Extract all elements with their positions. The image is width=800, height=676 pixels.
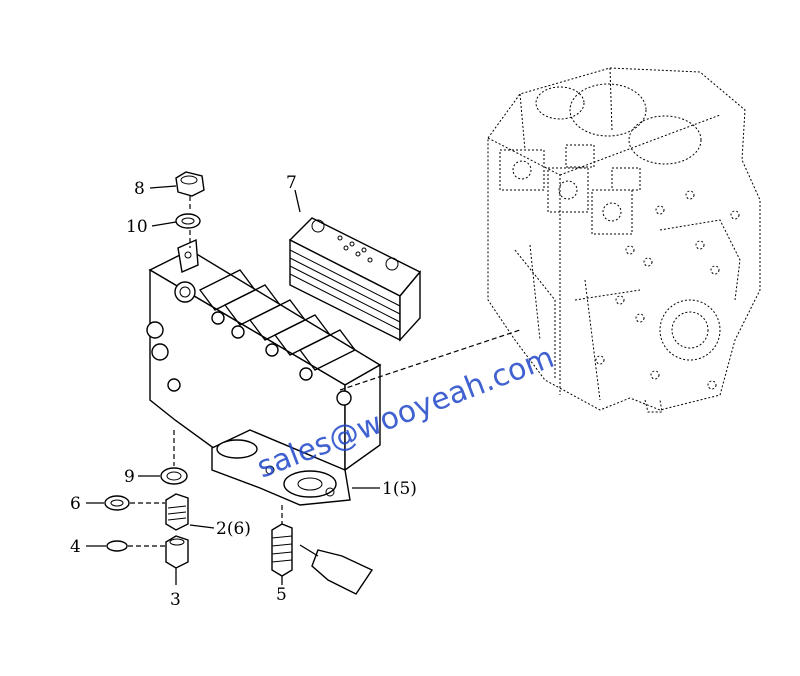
- engine-block: [487, 67, 761, 413]
- washer-6: [104, 495, 130, 511]
- gasket-9: [160, 467, 188, 485]
- callout-7: 7: [286, 173, 297, 193]
- callout-8: 8: [134, 179, 145, 199]
- callout-10: 10: [126, 217, 148, 237]
- valve-5: [271, 523, 293, 577]
- oil-cooler-element: [288, 217, 422, 342]
- callout-4: 4: [70, 537, 81, 557]
- gasket-10: [175, 213, 201, 229]
- callout-1: 1(5): [382, 479, 417, 499]
- callout-5: 5: [276, 585, 287, 605]
- callout-9: 9: [124, 467, 135, 487]
- plug-2: [165, 493, 189, 531]
- callout-3: 3: [170, 590, 181, 610]
- plug-3: [165, 535, 189, 569]
- callout-6: 6: [70, 494, 81, 514]
- drain-scoop: [299, 544, 374, 595]
- plug-8: [175, 171, 205, 197]
- oil-cooler-housing: [146, 238, 521, 506]
- callout-2: 2(6): [216, 519, 251, 539]
- callout-leaders: [86, 185, 380, 585]
- o-ring-4: [106, 540, 128, 552]
